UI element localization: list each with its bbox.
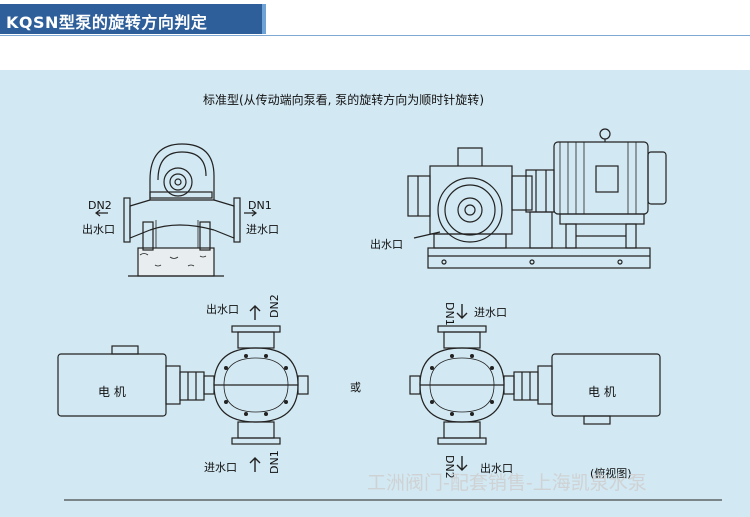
front-left-port: 出水口 <box>82 223 115 236</box>
top-view-label: (俯视图) <box>590 467 632 480</box>
or-label: 或 <box>350 381 361 394</box>
plan-right-pump <box>409 304 661 471</box>
watermark: 工洲阀门-配套销售-上海凯泉水泵 <box>367 472 647 494</box>
plan-right-bottom-port: 出水口 <box>480 462 513 475</box>
plan-left-bottom-dn: DN1 <box>268 450 281 474</box>
plan-left-pump <box>57 305 309 472</box>
diagram-caption: 标准型(从传动端向泵看, 泵的旋转方向为顺时针旋转) <box>203 93 484 107</box>
side-view-pump <box>407 128 667 269</box>
plan-right-top-port: 进水口 <box>474 306 507 319</box>
plan-right-motor: 电 机 <box>588 385 616 399</box>
diagram-panel: 标准型(从传动端向泵看, 泵的旋转方向为顺时针旋转) DN2 出水口 DN1 进… <box>0 70 750 517</box>
plan-left-top-port: 出水口 <box>206 303 239 316</box>
front-left-dn: DN2 <box>88 199 112 212</box>
title-bar: KQSN型泵的旋转方向判定 <box>0 4 266 34</box>
plan-left-motor: 电 机 <box>98 385 126 399</box>
pump-diagram <box>57 128 722 501</box>
page-title: KQSN型泵的旋转方向判定 <box>6 13 208 32</box>
plan-left-top-dn: DN2 <box>268 294 281 318</box>
front-right-port: 进水口 <box>246 223 279 236</box>
front-view-pump <box>95 143 257 277</box>
front-right-dn: DN1 <box>248 199 272 212</box>
side-view-port: 出水口 <box>370 238 403 251</box>
plan-left-bottom-port: 进水口 <box>204 461 237 474</box>
plan-right-top-dn: DN1 <box>443 302 456 326</box>
title-rule <box>0 35 750 36</box>
